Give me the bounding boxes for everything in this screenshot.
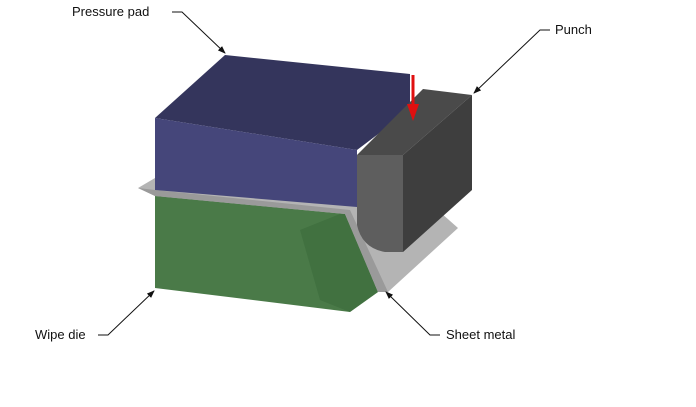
punch-label: Punch [555,22,592,37]
sheet-metal-label: Sheet metal [446,327,516,342]
punch-front [357,155,403,252]
pressure-pad-label: Pressure pad [72,4,150,19]
punch-side [403,95,472,252]
pressure-pad-leader [172,11,226,54]
punch-top [357,89,472,155]
force-arrow-icon [407,104,419,121]
punch-leader [473,29,550,94]
sheet-metal-leader [385,291,440,336]
pressure-pad-front [155,118,357,207]
wipe-die-label: Wipe die [35,327,86,342]
wipe-die-shade [300,212,378,312]
pressure-pad-top [155,55,410,150]
wipe-die-leader [98,290,155,336]
